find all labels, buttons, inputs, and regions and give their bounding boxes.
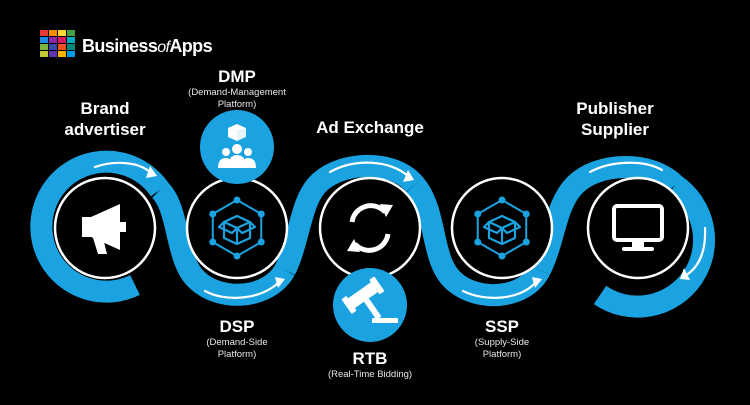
- arrow-bottom-dsp: [203, 281, 280, 299]
- label-dsp: DSP (Demand-Side Platform): [187, 316, 287, 361]
- dmp-subtitle-line2: Platform): [217, 99, 257, 110]
- brand-advertiser-line1: Brand: [80, 99, 130, 118]
- brand-name-part2: of: [157, 39, 170, 56]
- refresh-icon: [349, 203, 391, 253]
- arrowhead-5: [680, 268, 690, 280]
- arrowhead-2: [275, 277, 285, 288]
- ssp-subtitle-line1: (Supply-Side: [474, 337, 530, 348]
- rtb-subtitle: (Real-Time Bidding): [327, 369, 413, 380]
- monitor-icon: [612, 204, 664, 251]
- cube-network-icon: [474, 196, 530, 260]
- logo-grid-cell: [58, 37, 66, 43]
- logo-grid-cell: [40, 51, 48, 57]
- logo-grid-cell: [58, 44, 66, 50]
- logo-grid-cell: [67, 51, 75, 57]
- label-ssp: SSP (Supply-Side Platform): [452, 316, 552, 361]
- node-ad-exchange: [318, 176, 422, 280]
- logo-grid-cell: [67, 37, 75, 43]
- arrow-top-left: [93, 161, 152, 174]
- wave-2: [274, 154, 424, 275]
- arrow-bottom-ssp: [461, 281, 537, 299]
- logo-grid-cell: [49, 44, 57, 50]
- publisher-line2: Supplier: [580, 120, 649, 139]
- arrowhead-3: [403, 170, 414, 182]
- ssp-subtitle-line2: Platform): [482, 349, 522, 360]
- brand-advertiser-line2: advertiser: [64, 120, 146, 139]
- logo-grid-cell: [40, 44, 48, 50]
- label-publisher-supplier: Publisher Supplier: [560, 98, 670, 140]
- logo-grid-cell: [67, 30, 75, 36]
- brand-name-part3: Apps: [169, 36, 212, 56]
- brand-name-part1: Business: [82, 36, 158, 56]
- arrowhead-1: [146, 166, 157, 178]
- arrow-top-exchange: [328, 161, 410, 178]
- dmp-title: DMP: [218, 67, 256, 86]
- dsp-subtitle-line2: Platform): [217, 349, 257, 360]
- gavel-icon: [341, 276, 398, 323]
- label-rtb: RTB (Real-Time Bidding): [310, 348, 430, 381]
- arrowhead-4: [532, 277, 542, 288]
- arrow-top-publisher: [588, 161, 664, 174]
- logo-grid-cell: [49, 37, 57, 43]
- logo-grid-cell: [58, 30, 66, 36]
- dsp-title: DSP: [219, 317, 255, 336]
- ssp-title: SSP: [484, 317, 520, 336]
- cube-network-icon: [209, 196, 265, 260]
- label-ad-exchange: Ad Exchange: [316, 118, 424, 137]
- logo-grid-icon: [40, 30, 75, 57]
- brand-logo-text: BusinessofApps: [82, 36, 213, 57]
- logo-grid-cell: [49, 30, 57, 36]
- logo-grid-cell: [40, 30, 48, 36]
- rtb-title: RTB: [352, 349, 388, 368]
- logo-grid-cell: [67, 44, 75, 50]
- ring-publisher: [593, 175, 716, 318]
- wave-1: [151, 182, 295, 306]
- arrow-right-publisher: [686, 226, 707, 276]
- logo-grid-cell: [40, 37, 48, 43]
- label-brand-advertiser: Brand advertiser: [55, 98, 155, 140]
- dmp-subtitle-line1: (Demand-Management: [188, 87, 286, 98]
- publisher-line1: Publisher: [576, 99, 654, 118]
- logo-grid-cell: [49, 51, 57, 57]
- megaphone-icon: [82, 204, 126, 254]
- ring-brand: [30, 150, 170, 303]
- dsp-subtitle-line1: (Demand-Side: [206, 337, 268, 348]
- label-dmp: DMP (Demand-Management Platform): [167, 66, 307, 111]
- wave-3: [406, 177, 550, 307]
- node-publisher: [586, 176, 690, 280]
- logo-grid-cell: [58, 51, 66, 57]
- users-box-icon: [218, 124, 256, 168]
